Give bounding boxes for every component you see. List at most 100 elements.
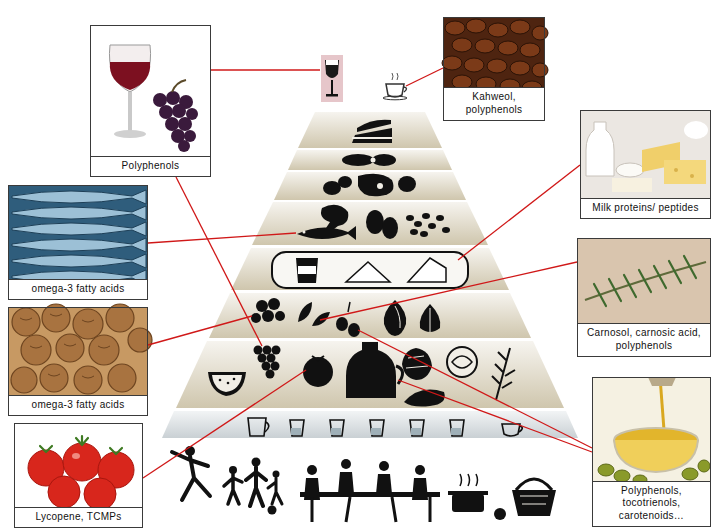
- callout-photos-part-part: [510, 20, 530, 34]
- people-silhouettes-part: [448, 491, 488, 495]
- leader-lines-part: [148, 316, 252, 345]
- callout-photos-part-part: [12, 238, 146, 252]
- caption-panel: Polyphenols, tocotrienols, carotenoids…: [593, 481, 710, 527]
- callout-photos-part: [110, 62, 150, 90]
- water-icons-part: [519, 426, 522, 432]
- callout-photos-part-part: [445, 21, 465, 35]
- leader-lines-part: [458, 165, 580, 260]
- food-icons-part: [410, 229, 418, 235]
- pyramid-bands-part: [274, 172, 466, 200]
- caption-text: Polyphenols: [94, 160, 207, 173]
- top-icons-part: [331, 80, 333, 95]
- people-silhouettes-part: [268, 506, 277, 515]
- callout-photos-part: [12, 190, 146, 284]
- pyramid-bands-part: [298, 112, 442, 148]
- callout-photos-part-part: [89, 335, 119, 365]
- photo-callout: omega-3 fatty acids: [8, 307, 148, 416]
- caption-text: omega-3 fatty acids: [12, 283, 144, 296]
- callout-photos-part-part: [73, 309, 103, 339]
- leader-lines-part: [358, 330, 592, 448]
- callout-photos-part: [114, 130, 146, 138]
- callout-photos-part-part: [56, 334, 84, 362]
- callout-photos-part-part: [475, 39, 495, 53]
- people-silhouettes-part: [376, 474, 392, 494]
- top-icons: [321, 55, 407, 102]
- top-icons-part: [386, 84, 404, 97]
- people-silhouettes-part: [246, 467, 266, 506]
- people-silhouettes-part: [224, 474, 242, 504]
- callout-photos-part-part: [682, 468, 698, 480]
- food-icons-part: [312, 356, 324, 360]
- water-icons-part: [248, 418, 266, 436]
- food-icons-part: [428, 223, 436, 229]
- food-icons-part: [227, 382, 230, 385]
- food-icons-part: [251, 313, 261, 323]
- pyramid-bands-part: [209, 293, 531, 338]
- callout-photos-part: [577, 238, 711, 357]
- food-icons-part: [402, 348, 432, 380]
- callout-photos-part: [592, 377, 711, 527]
- food-icons-part: [303, 231, 306, 234]
- people-silhouettes-part: [460, 474, 478, 486]
- callout-photos-part-part: [166, 91, 180, 105]
- callout-photos-part-part: [178, 140, 190, 152]
- leader-lines-part: [320, 262, 577, 320]
- food-icons-part: [358, 174, 394, 197]
- callout-photos-part: [90, 25, 211, 177]
- callout-photos-part: [8, 185, 148, 300]
- callout-photos-part: [442, 19, 548, 95]
- food-icons-part: [420, 231, 428, 237]
- callout-photos-part-part: [12, 222, 146, 236]
- food-icons-part: [338, 176, 352, 188]
- callout-photos-part: [684, 121, 708, 139]
- photo-callout: Lycopene, TCMPs: [14, 423, 143, 528]
- callout-photos-part-part: [40, 364, 68, 392]
- people-silhouettes-part: [379, 461, 389, 471]
- callout-photos-part-part: [106, 304, 134, 332]
- callout-photos-part-part: [159, 105, 173, 119]
- callout-photos-part: [614, 440, 698, 472]
- people-silhouettes-part: [520, 496, 548, 504]
- caption-text: Lycopene, TCMPs: [18, 511, 139, 524]
- caption-panel: Polyphenols: [91, 156, 210, 177]
- callout-photos-part-part: [520, 43, 540, 57]
- callout-photos-part-part: [63, 443, 101, 481]
- caption-panel: Carnosol, carnosic acid, polyphenols: [578, 323, 710, 356]
- leader-lines-part: [406, 68, 443, 86]
- caption-panel: Lycopene, TCMPs: [15, 507, 142, 528]
- callout-photos-part-part: [128, 328, 152, 352]
- callout-photos-part: [594, 256, 696, 306]
- callout-photos-part-part: [21, 335, 51, 365]
- top-icons-part: [404, 87, 407, 92]
- callout-photos-part: [586, 122, 614, 176]
- caption-text: Milk proteins/ peptides: [584, 202, 707, 215]
- callout-photos-part: [612, 178, 652, 192]
- water-icons-part: [410, 420, 424, 436]
- water-icons-part: [290, 420, 304, 436]
- top-icons-part: [326, 60, 338, 65]
- food-icons-part: [212, 375, 242, 392]
- callout-photos-part-part: [532, 26, 548, 40]
- callout-photos-part: [153, 91, 198, 152]
- people-silhouettes-part: [338, 472, 354, 494]
- food-icons-part: [398, 176, 416, 192]
- callout-photos-part: [648, 377, 676, 386]
- food-icons-part: [263, 346, 272, 355]
- callout-photos-part: [172, 80, 186, 92]
- food-icons-part: [296, 258, 318, 283]
- water-icons-part: [331, 428, 341, 435]
- top-icons-part: [392, 73, 398, 80]
- callout-photos-part-part: [184, 130, 196, 142]
- food-icons-part: [267, 354, 276, 363]
- callout-photos-part-part: [12, 206, 146, 220]
- food-icons-part: [303, 357, 333, 387]
- top-icons-part: [326, 94, 338, 97]
- food-icons-part: [266, 370, 275, 379]
- caption-text: Polyphenols, tocotrienols, carotenoids…: [596, 485, 707, 523]
- food-icons-part: [262, 310, 274, 322]
- callout-photos-part-part: [452, 38, 472, 52]
- callout-photos-part: [109, 45, 150, 92]
- food-icons-part: [422, 213, 430, 219]
